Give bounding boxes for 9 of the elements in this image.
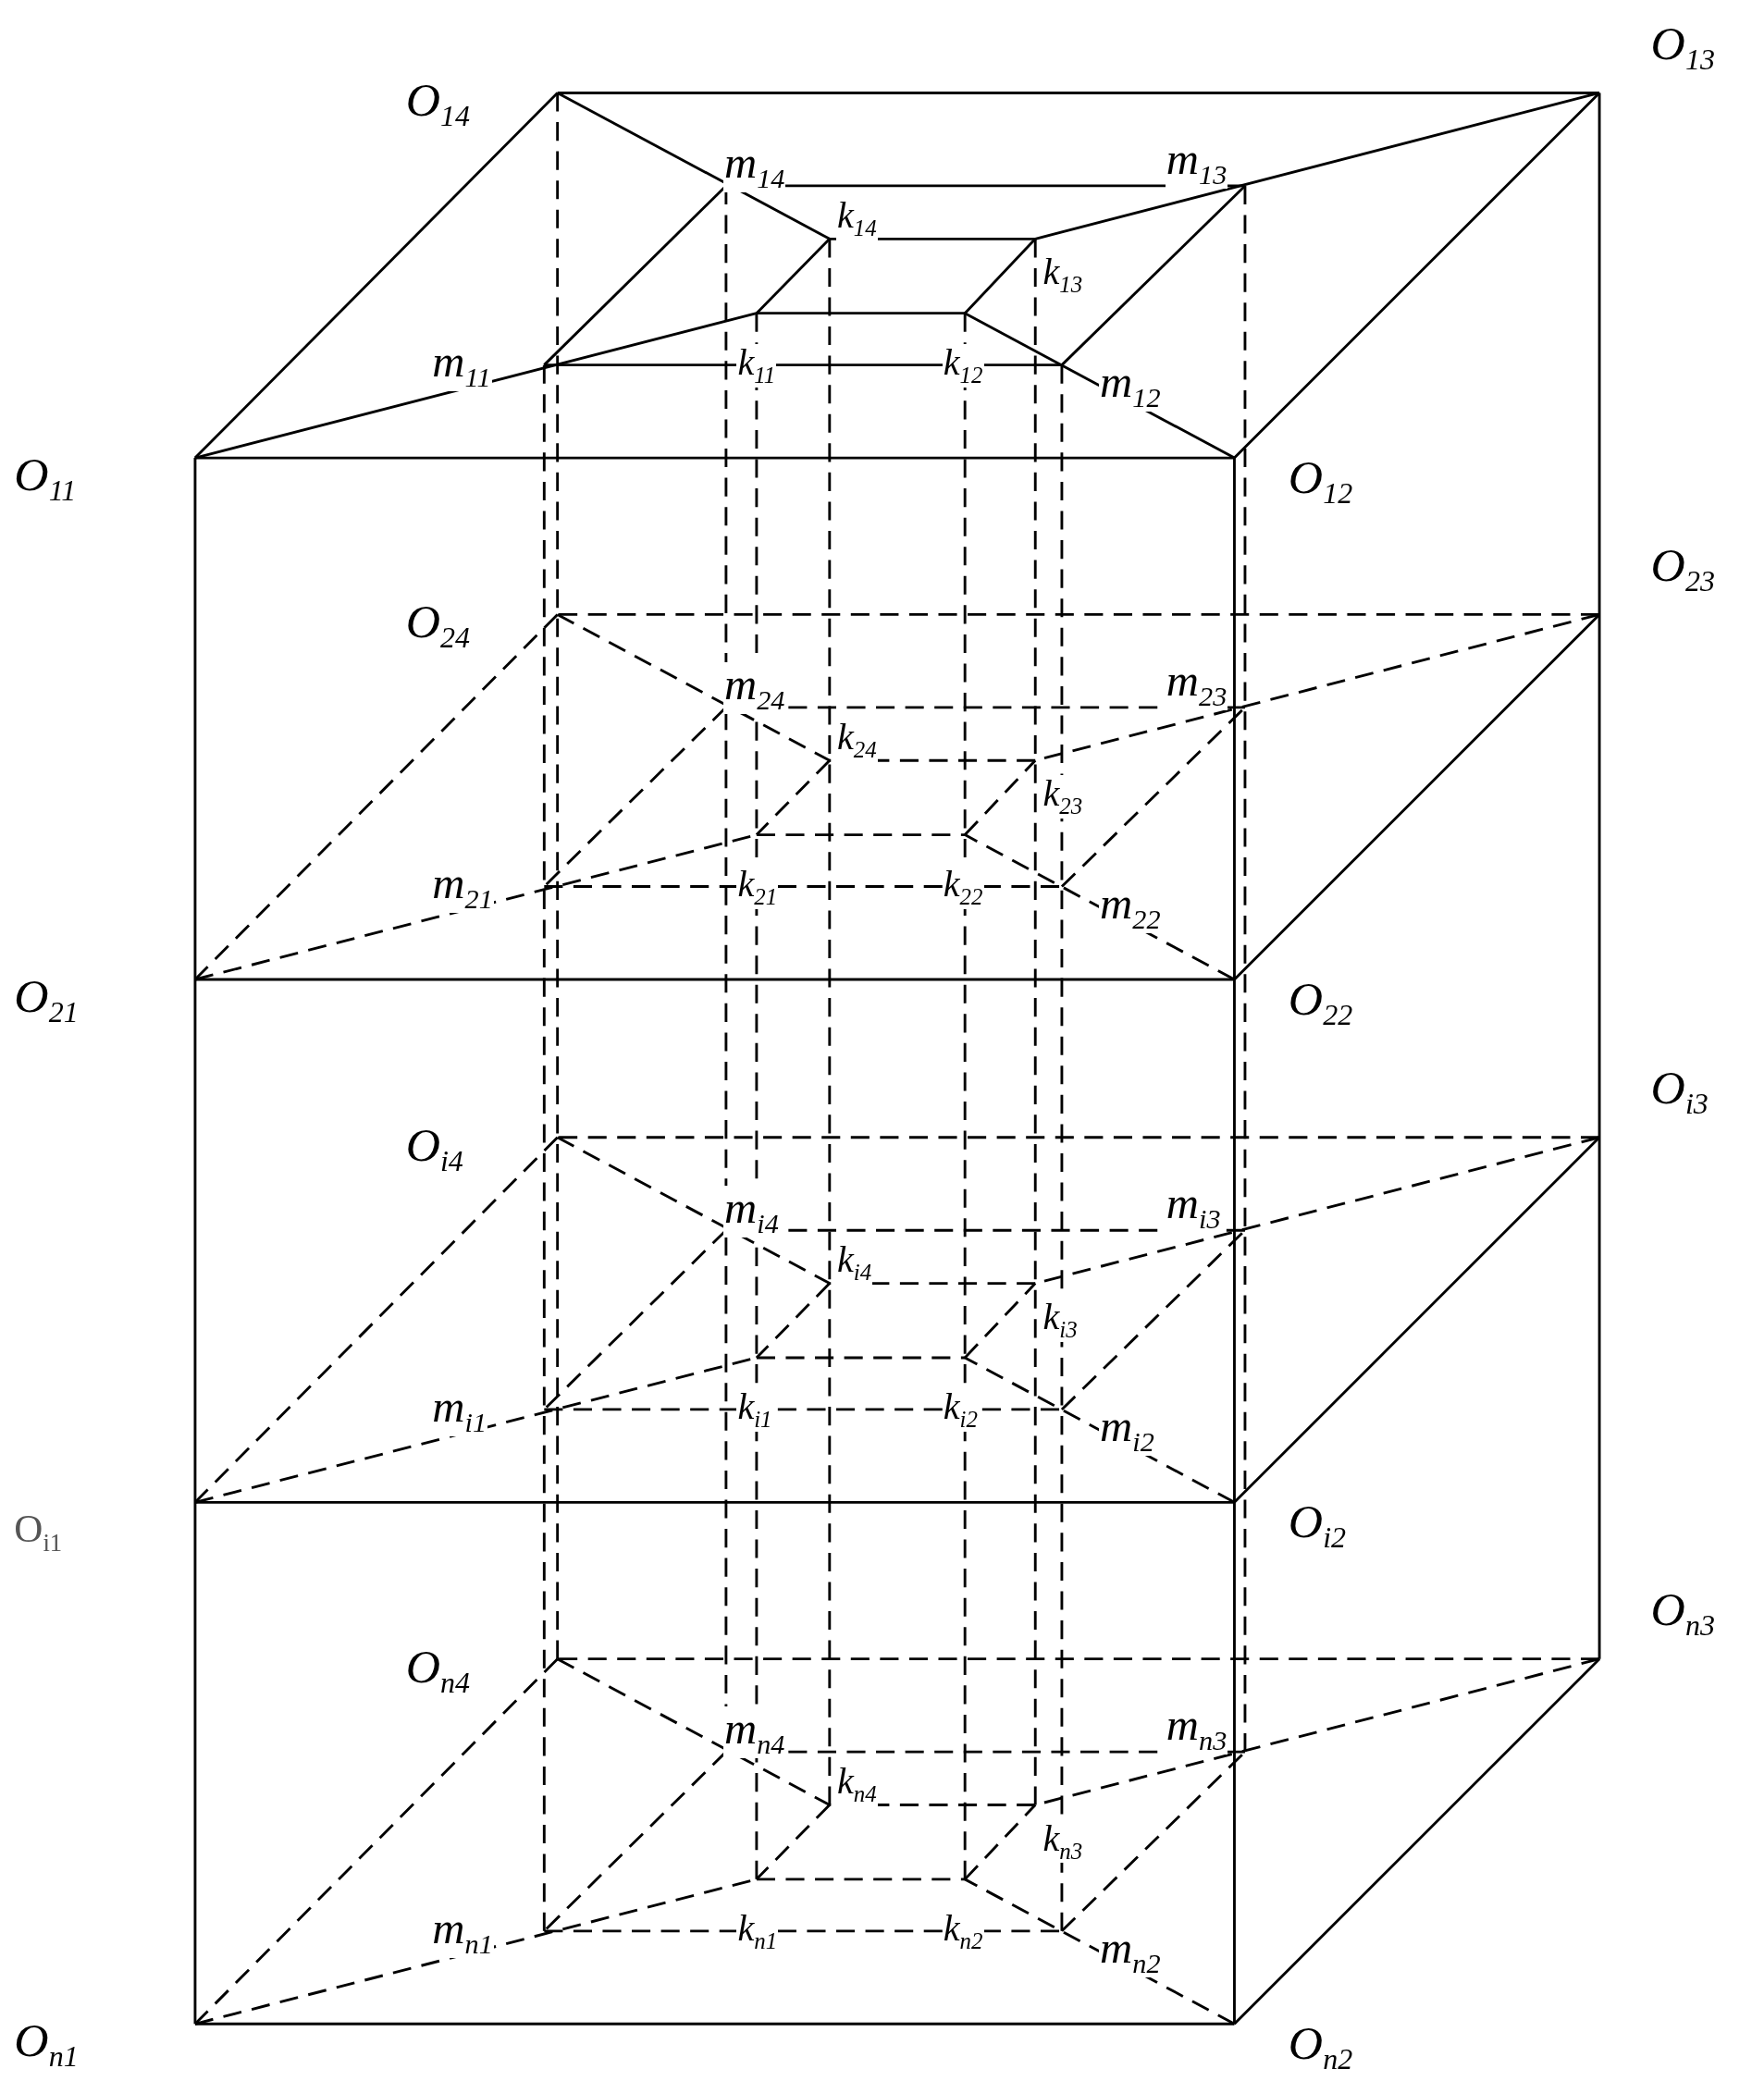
vertex-label: k$_{22}$ — [942, 865, 984, 909]
vertex-label: k$_{11}$ — [736, 343, 777, 388]
vertex-label: m$_{n4}$ — [723, 1706, 786, 1759]
vertex-label: k$_{12}$ — [942, 343, 984, 388]
vertex-label: m$_{24}$ — [723, 662, 786, 715]
vertex-label: k$_{i3}$ — [1042, 1298, 1079, 1342]
vertex-label: m$_{i4}$ — [723, 1185, 780, 1238]
vertex-label: k$_{23}$ — [1042, 775, 1084, 819]
vertex-label: k$_{21}$ — [736, 865, 779, 909]
